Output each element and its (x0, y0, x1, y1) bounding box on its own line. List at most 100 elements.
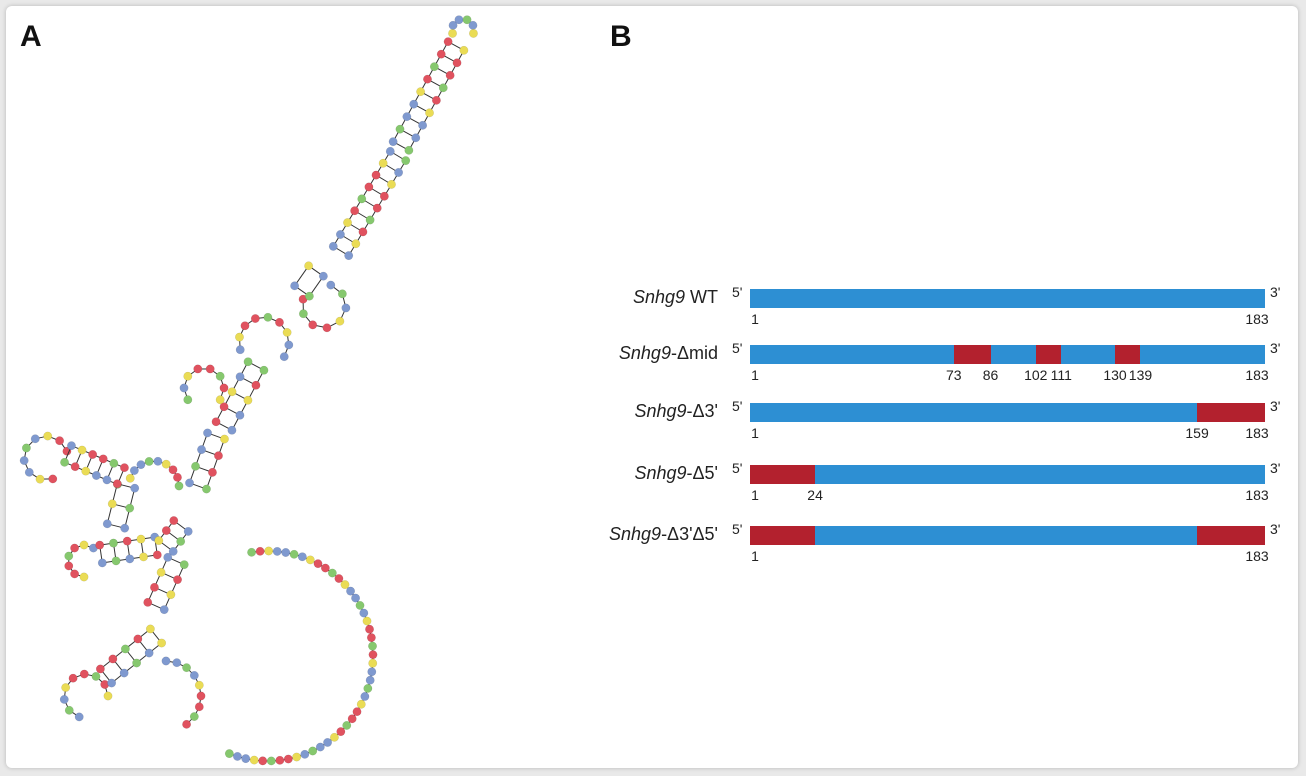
nucleotide-dot (329, 732, 339, 742)
nucleotide-dot (326, 280, 336, 290)
nucleotide-dot (70, 569, 80, 579)
nucleotide-dot (108, 654, 118, 664)
nucleotide-dot (55, 436, 65, 446)
nucleotide-dot (168, 465, 178, 475)
nucleotide-dot (91, 671, 101, 681)
nucleotide-dot (388, 137, 398, 147)
nucleotide-dot (125, 554, 135, 564)
nucleotide-dot (365, 624, 374, 634)
nucleotide-dot (335, 230, 345, 239)
nucleotide-dot (161, 459, 171, 469)
nucleotide-dot (197, 445, 206, 455)
nucleotide-dot (219, 402, 229, 412)
nucleotide-dot (297, 552, 307, 562)
nucleotide-dot (355, 600, 365, 610)
nucleotide-dot (172, 658, 182, 668)
rna-secondary-structure (19, 15, 478, 766)
gene-name: Snhg9 (618, 343, 671, 363)
nucleotide-dot (315, 742, 325, 752)
position-label: 1 (751, 367, 759, 383)
nucleotide-dot (371, 170, 381, 180)
nucleotide-dot (459, 45, 469, 55)
position-label: 24 (807, 487, 823, 503)
nucleotide-dot (107, 678, 117, 688)
nucleotide-dot (328, 241, 338, 251)
nucleotide-dot (468, 20, 478, 30)
construct-bar (750, 403, 1265, 422)
nucleotide-dot (240, 321, 250, 331)
nucleotide-dot (60, 457, 69, 467)
nucleotide-dot (320, 563, 330, 573)
position-label: 1 (751, 548, 759, 564)
five-prime-label: 5' (732, 460, 743, 476)
nucleotide-dot (385, 146, 395, 156)
nucleotide-dot (448, 28, 457, 38)
nucleotide-dot (215, 395, 225, 405)
nucleotide-dot (255, 546, 265, 556)
nucleotide-dot (59, 694, 69, 704)
nucleotide-dot (139, 552, 148, 562)
nucleotide-dot (111, 556, 121, 566)
nucleotide-dot (445, 70, 455, 80)
nucleotide-dot (102, 519, 112, 529)
nucleotide-dot (443, 37, 453, 47)
nucleotide-dot (211, 417, 221, 427)
nucleotide-dot (79, 572, 89, 582)
construct-suffix: -Δ3'Δ5' (661, 524, 718, 544)
nucleotide-dot (431, 95, 441, 105)
position-label: 1 (751, 311, 759, 327)
nucleotide-dot (81, 466, 91, 476)
gene-name: Snhg9 (634, 463, 687, 483)
nucleotide-dot (275, 317, 284, 327)
nucleotide-dot (176, 536, 186, 546)
nucleotide-dot (263, 312, 273, 322)
nucleotide-dot (161, 656, 171, 666)
nucleotide-dot (258, 756, 268, 766)
nucleotide-dot (342, 720, 352, 730)
nucleotide-dot (402, 112, 412, 122)
nucleotide-dot (119, 668, 129, 678)
nucleotide-dot (144, 457, 154, 466)
nucleotide-dot (136, 534, 146, 544)
nucleotide-dot (112, 479, 122, 489)
nucleotide-dot (284, 340, 294, 350)
nucleotide-dot (193, 364, 203, 374)
deleted-region (953, 345, 991, 364)
deleted-region (1197, 403, 1265, 422)
nucleotide-dot (438, 83, 448, 93)
gene-name: Snhg9 (632, 287, 685, 307)
nucleotide-dot (64, 705, 74, 715)
gene-name: Snhg9 (634, 401, 687, 421)
nucleotide-dot (235, 372, 245, 382)
nucleotide-dot (64, 551, 74, 561)
nucleotide-dot (95, 540, 105, 550)
nucleotide-dot (179, 383, 189, 393)
nucleotide-dot (68, 673, 78, 683)
nucleotide-dot (194, 702, 204, 712)
nucleotide-dot (169, 516, 179, 526)
nucleotide-dot (357, 194, 367, 204)
deleted-region (750, 526, 816, 545)
position-label: 1 (751, 487, 759, 503)
nucleotide-dot (235, 410, 245, 420)
nucleotide-dot (308, 320, 318, 330)
panel-b-label: B (610, 20, 632, 53)
nucleotide-dot (189, 712, 199, 722)
nucleotide-dot (48, 474, 58, 484)
nucleotide-dot (179, 560, 189, 570)
nucleotide-dot (183, 371, 193, 381)
nucleotide-dot (334, 574, 344, 584)
nucleotide-dot (404, 145, 414, 155)
nucleotide-dot (161, 526, 171, 536)
nucleotide-dot (336, 727, 346, 737)
nucleotide-dot (259, 365, 269, 375)
nucleotide-dot (43, 431, 53, 441)
nucleotide-dot (409, 99, 419, 109)
deleted-region (1197, 526, 1265, 545)
nucleotide-dot (368, 658, 378, 668)
nucleotide-dot (365, 215, 375, 225)
nucleotide-dot (183, 526, 193, 536)
nucleotide-dot (182, 663, 192, 673)
position-label: 183 (1245, 425, 1269, 441)
nucleotide-dot (185, 478, 194, 488)
